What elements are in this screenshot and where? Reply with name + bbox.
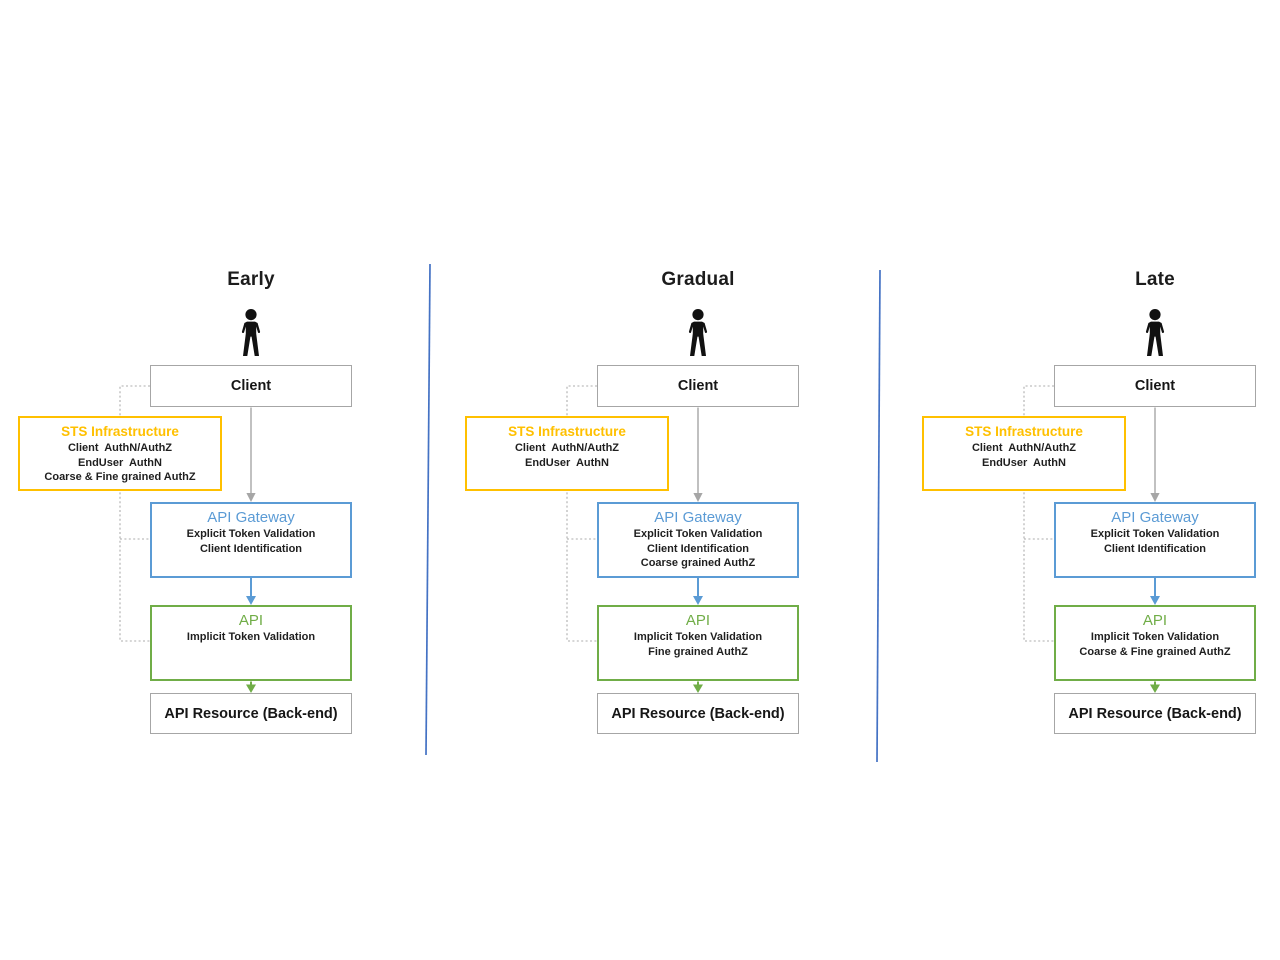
sts-line: EndUser AuthN	[78, 456, 162, 469]
api-gateway-box: API Gateway Explicit Token Validation Cl…	[1054, 502, 1256, 578]
gateway-line: Client Identification	[199, 542, 303, 555]
sts-line: EndUser AuthN	[982, 456, 1066, 469]
sts-title: STS Infrastructure	[965, 424, 1083, 439]
person-icon	[1145, 309, 1165, 356]
api-line: Implicit Token Validation	[633, 631, 763, 643]
api-title: API	[238, 612, 264, 629]
sts-line: EndUser AuthN	[525, 456, 609, 469]
sts-title: STS Infrastructure	[61, 424, 179, 439]
api-resource-label: API Resource (Back-end)	[1068, 705, 1242, 722]
api-gateway-title: API Gateway	[654, 509, 742, 526]
api-resource-label: API Resource (Back-end)	[611, 705, 785, 722]
sts-infrastructure-box: STS Infrastructure Client AuthN/AuthZ En…	[465, 416, 669, 491]
api-gateway-box: API Gateway Explicit Token Validation Cl…	[597, 502, 799, 578]
api-title: API	[1142, 612, 1168, 629]
sts-line: Client AuthN/AuthZ	[971, 442, 1077, 454]
api-resource-label: API Resource (Back-end)	[164, 705, 338, 722]
phase-title: Late	[1135, 269, 1175, 290]
client-box: Client	[1054, 365, 1256, 407]
api-title: API	[685, 612, 711, 629]
sts-title: STS Infrastructure	[508, 424, 626, 439]
client-box: Client	[597, 365, 799, 407]
api-gateway-title: API Gateway	[207, 509, 295, 526]
gateway-line: Client Identification	[646, 542, 750, 555]
sts-infrastructure-box: STS Infrastructure Client AuthN/AuthZ En…	[18, 416, 222, 491]
person-icon	[241, 309, 261, 356]
person-icon	[688, 309, 708, 356]
client-box: Client	[150, 365, 352, 407]
gateway-line: Coarse grained AuthZ	[640, 557, 756, 569]
api-resource-box: API Resource (Back-end)	[1054, 693, 1256, 734]
column-divider	[876, 269, 881, 763]
phase-title: Gradual	[661, 269, 735, 290]
client-label: Client	[1134, 378, 1176, 394]
sts-line: Client AuthN/AuthZ	[514, 442, 620, 454]
api-box: API Implicit Token Validation Fine grain…	[597, 605, 799, 681]
client-label: Client	[230, 378, 272, 394]
api-gateway-title: API Gateway	[1111, 509, 1199, 526]
api-line: Implicit Token Validation	[1090, 631, 1220, 643]
api-box: API Implicit Token Validation Coarse & F…	[1054, 605, 1256, 681]
api-resource-box: API Resource (Back-end)	[150, 693, 352, 734]
gateway-line: Explicit Token Validation	[186, 528, 316, 540]
client-label: Client	[677, 378, 719, 394]
sts-infrastructure-box: STS Infrastructure Client AuthN/AuthZ En…	[922, 416, 1126, 491]
gateway-line: Client Identification	[1103, 542, 1207, 555]
sts-line: Client AuthN/AuthZ	[67, 442, 173, 454]
column-divider	[425, 263, 431, 756]
api-box: API Implicit Token Validation	[150, 605, 352, 681]
api-gateway-box: API Gateway Explicit Token Validation Cl…	[150, 502, 352, 578]
gateway-line: Explicit Token Validation	[1090, 528, 1220, 540]
gateway-line: Explicit Token Validation	[633, 528, 763, 540]
api-line: Implicit Token Validation	[186, 631, 316, 643]
api-resource-box: API Resource (Back-end)	[597, 693, 799, 734]
sts-line: Coarse & Fine grained AuthZ	[44, 471, 196, 483]
phase-title: Early	[227, 269, 275, 290]
api-line: Fine grained AuthZ	[648, 645, 748, 658]
api-line: Coarse & Fine grained AuthZ	[1079, 645, 1231, 658]
